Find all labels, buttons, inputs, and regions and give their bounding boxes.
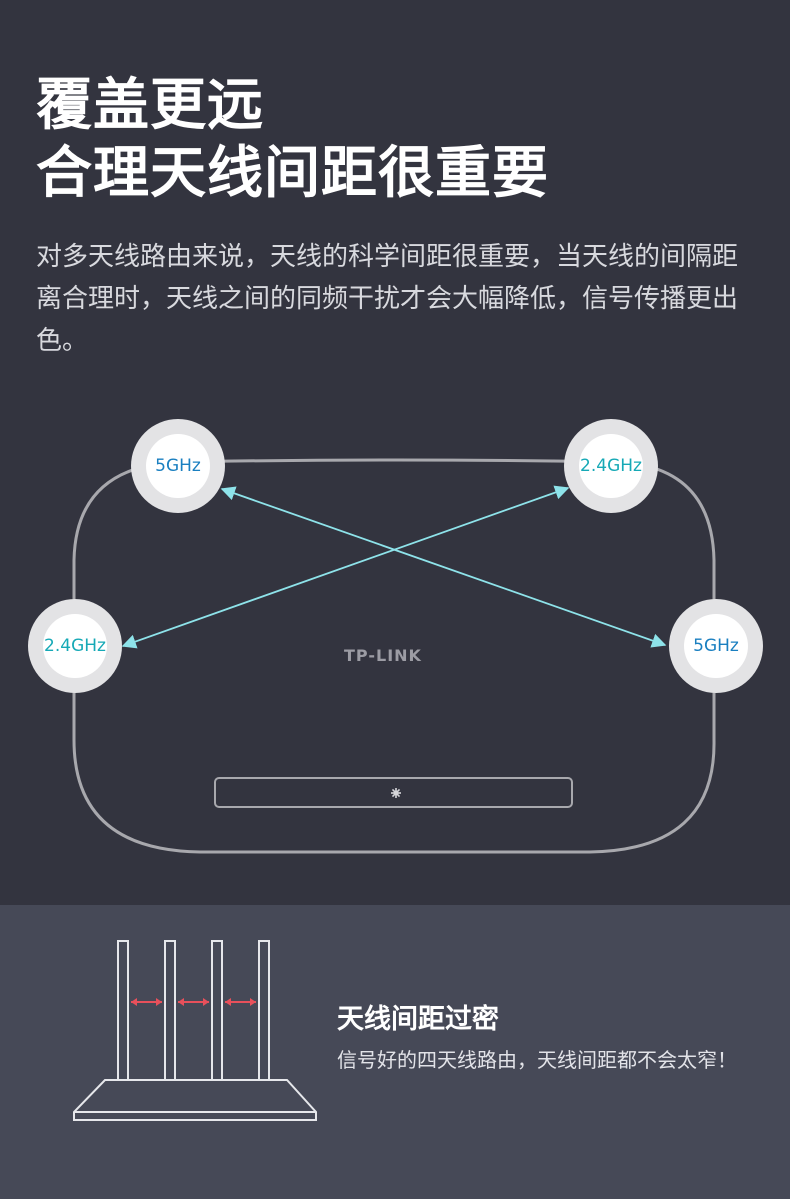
bottom-text: 信号好的四天线路由，天线间距都不会太窄！ bbox=[337, 1048, 737, 1072]
antenna-bubble-top-left: 5GHz bbox=[131, 419, 225, 513]
antenna-bubble-left: 2.4GHz bbox=[28, 599, 122, 693]
antenna-rod bbox=[164, 940, 176, 1081]
antenna-rod bbox=[117, 940, 129, 1081]
antenna-rod bbox=[211, 940, 223, 1081]
antenna-label: 5GHz bbox=[146, 434, 210, 498]
description: 对多天线路由来说，天线的科学间距很重要，当天线的间隔距离合理时，天线之间的同频干… bbox=[36, 242, 739, 356]
bottom-title: 天线间距过密 bbox=[337, 1004, 499, 1035]
wps-bar bbox=[214, 777, 573, 808]
wps-icon bbox=[391, 788, 401, 798]
antenna-label: 2.4GHz bbox=[579, 434, 643, 498]
antenna-label: 5GHz bbox=[684, 614, 748, 678]
antenna-label: 2.4GHz bbox=[43, 614, 107, 678]
antenna-bubble-top-right: 2.4GHz bbox=[564, 419, 658, 513]
router-brand: TP-LINK bbox=[344, 646, 422, 665]
headline-line1: 覆盖更远 bbox=[36, 73, 264, 138]
spacing-arrows bbox=[131, 998, 256, 1006]
router-body bbox=[73, 1079, 317, 1121]
headline-line2: 合理天线间距很重要 bbox=[36, 141, 549, 206]
headline: 覆盖更远 合理天线间距很重要 bbox=[36, 72, 549, 208]
bottom-section bbox=[0, 905, 790, 1199]
antenna-bubble-right: 5GHz bbox=[669, 599, 763, 693]
antenna-rod bbox=[258, 940, 270, 1081]
router-outline bbox=[72, 458, 716, 854]
arrow-24ghz bbox=[121, 485, 570, 649]
top-section bbox=[0, 0, 790, 905]
